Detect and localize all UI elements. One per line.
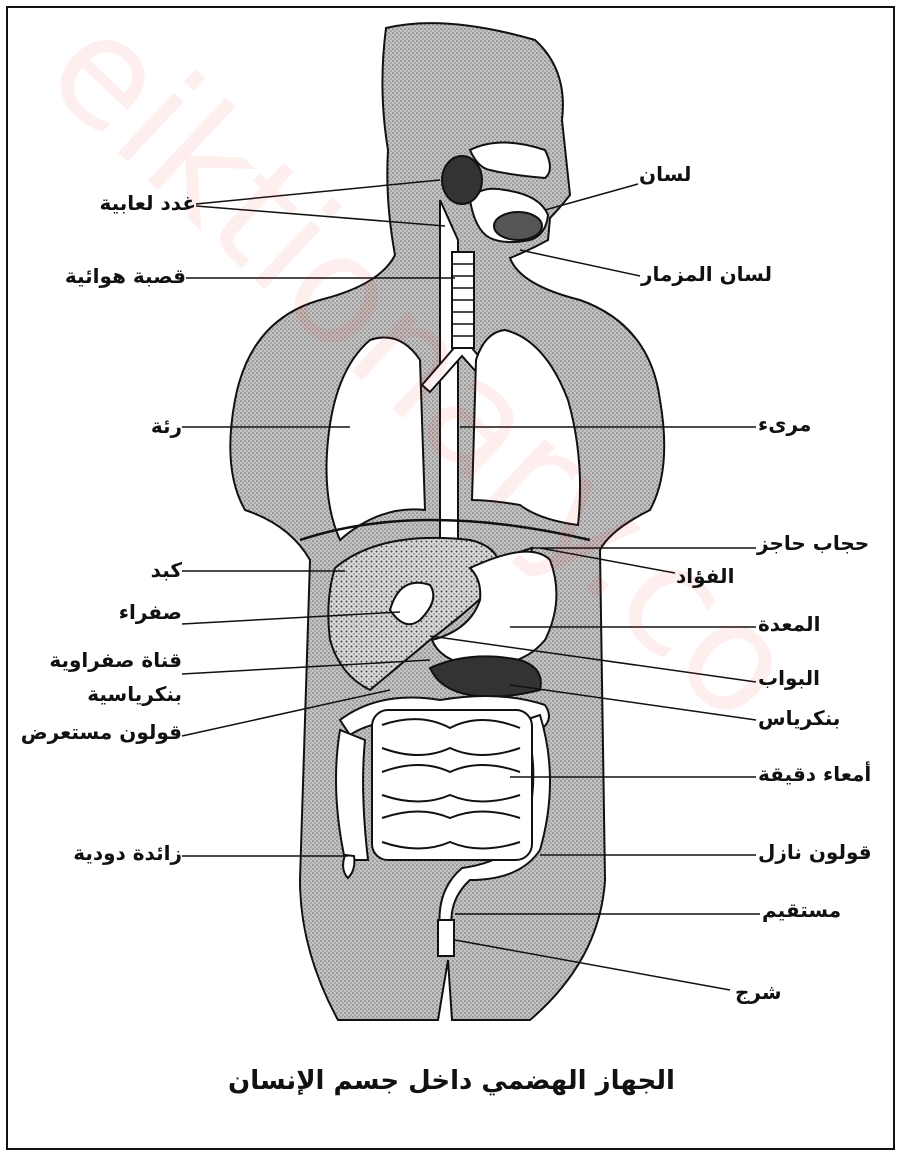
label-pancreas: بنكرياس — [758, 708, 840, 728]
label-salivary-glands: غدد لعابية — [99, 193, 196, 213]
label-epiglottis: لسان المزمار — [641, 264, 772, 284]
label-diaphragm: حجاب حاجز — [757, 533, 869, 553]
label-tongue: لسان — [639, 164, 691, 184]
label-descending-colon: قولون نازل — [758, 842, 872, 862]
label-anus: شرج — [735, 982, 782, 1002]
label-cardia: الفؤاد — [676, 566, 734, 586]
label-pylorus: البواب — [758, 668, 820, 688]
label-lung: رئة — [151, 416, 182, 436]
label-transverse-colon: قولون مستعرض — [21, 722, 182, 742]
small-intestine-organ — [372, 710, 532, 860]
label-bile-duct-1: قناة صفراوية — [49, 650, 182, 670]
figure-caption: الجهاز الهضمي داخل جسم الإنسان — [0, 1066, 903, 1096]
salivary-gland-lower — [494, 212, 542, 240]
label-small-intestine: أمعاء دقيقة — [758, 764, 871, 784]
label-appendix: زائدة دودية — [73, 843, 182, 863]
label-rectum: مستقيم — [762, 900, 841, 920]
salivary-gland-upper — [442, 156, 482, 204]
label-bile-duct-2: بنكرياسية — [87, 684, 182, 704]
label-liver: كبد — [151, 560, 182, 580]
label-trachea: قصبة هوائية — [65, 266, 186, 286]
label-stomach: المعدة — [758, 614, 820, 634]
label-esophagus: مرىء — [758, 414, 811, 434]
ascending-colon-organ — [336, 730, 368, 860]
label-gallbladder: صفراء — [119, 602, 182, 622]
rectum-organ — [438, 920, 454, 956]
